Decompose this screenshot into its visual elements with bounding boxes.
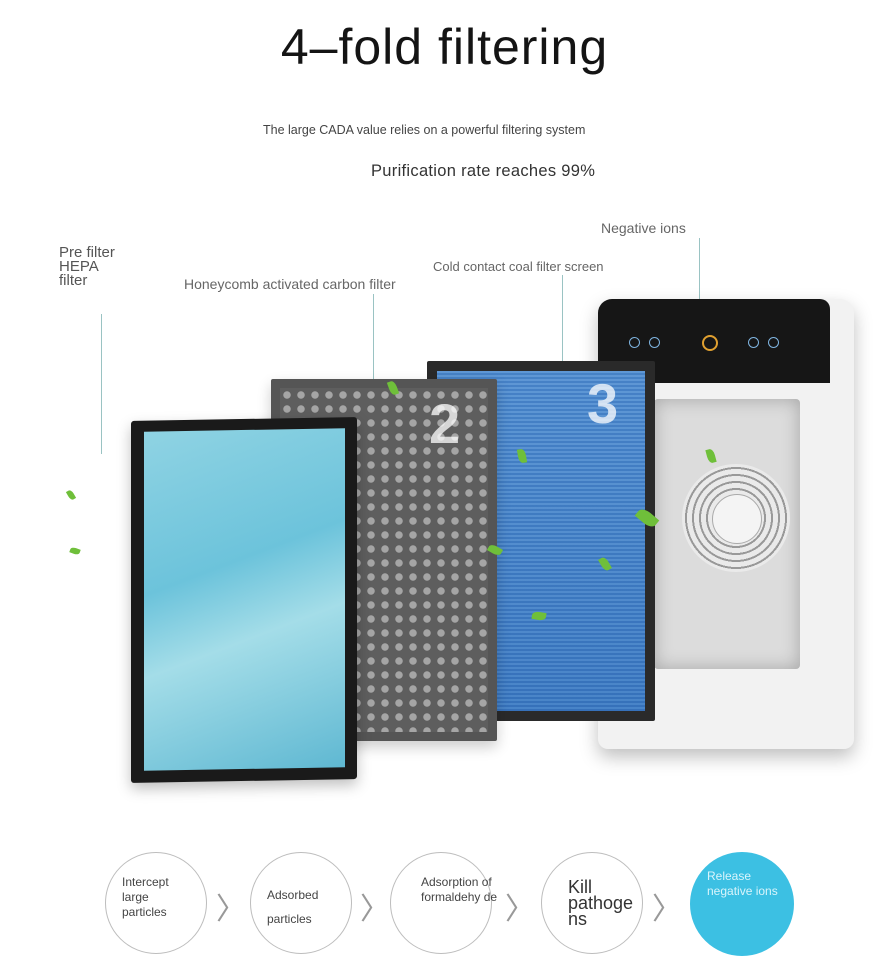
label-pre-filter-line3: filter: [59, 272, 88, 289]
leaf-icon: [69, 546, 81, 556]
chevron-right-icon: 〉: [216, 892, 246, 927]
chevron-right-icon: 〉: [652, 892, 682, 927]
step-text: Adsorption of formaldehy de: [421, 875, 498, 904]
step-text: Release negative ions: [707, 869, 778, 898]
label-cold-contact: Cold contact coal filter screen: [433, 259, 604, 274]
control-button-icon: [748, 337, 759, 348]
control-button-icon: [768, 337, 779, 348]
label-pre-filter-line1: Pre filter: [59, 244, 115, 261]
step-kill-pathogens: Kill pathoge ns: [541, 852, 643, 954]
step-intercept-large-particles: Intercept large particles: [105, 852, 207, 954]
hepa-filter: [131, 417, 357, 783]
step-adsorbed-particles: Adsorbed particles: [250, 852, 352, 954]
label-pre-filter-hepa: Pre filter HEPA filter: [59, 244, 115, 289]
leaf-icon: [65, 489, 77, 501]
filter-number-3: 3: [587, 372, 619, 435]
step-adsorption-formaldehyde: Adsorption of formaldehy de: [390, 852, 497, 954]
label-pre-filter-line2: HEPA: [59, 258, 99, 275]
chevron-right-icon: 〉: [505, 892, 535, 927]
control-panel: [598, 299, 830, 383]
fan-icon: [682, 464, 790, 572]
step-text: Intercept large particles: [122, 875, 169, 919]
filter-number-2: 2: [429, 392, 461, 455]
step-release-negative-ions: Release negative ions: [690, 852, 794, 956]
page-title: 4–fold filtering: [280, 19, 609, 75]
purification-rate: Purification rate reaches 99%: [371, 162, 596, 180]
step-text: Adsorbed particles: [267, 888, 319, 926]
leader-line-cold-contact: [562, 275, 563, 367]
step-text: Kill pathoge ns: [568, 877, 634, 929]
label-honeycomb: Honeycomb activated carbon filter: [184, 276, 396, 292]
chevron-right-icon: 〉: [360, 892, 390, 927]
page-subtitle: The large CADA value relies on a powerfu…: [263, 123, 586, 137]
display-indicator-icon: [702, 335, 718, 351]
label-negative-ions: Negative ions: [601, 220, 686, 236]
leader-line-pre-filter: [101, 314, 102, 454]
leader-line-negative-ions: [699, 238, 700, 344]
control-button-icon: [649, 337, 660, 348]
control-button-icon: [629, 337, 640, 348]
leader-line-honeycomb: [373, 294, 374, 384]
